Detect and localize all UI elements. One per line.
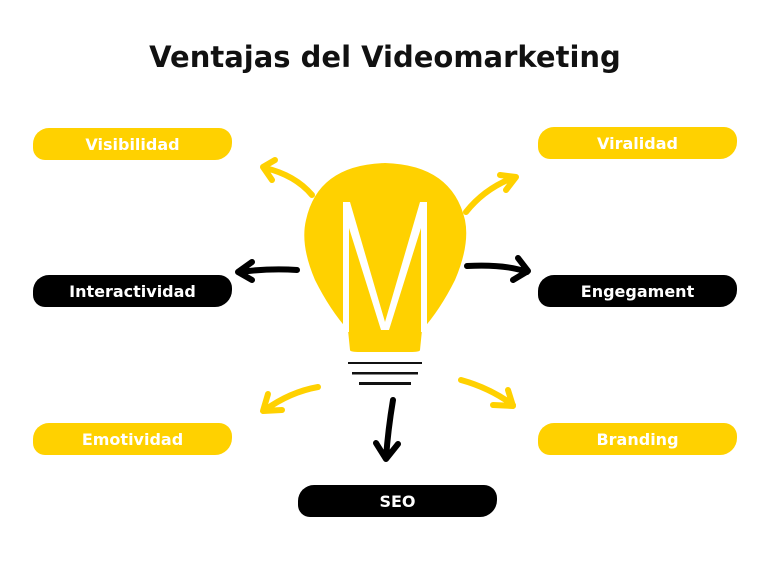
label-branding: Branding [538,423,737,455]
letter-m-icon [343,202,427,332]
label-engegament: Engegament [538,275,737,307]
arrow-to-engegament [464,255,531,283]
label-visibilidad: Visibilidad [33,128,232,160]
arrow-to-viralidad [463,172,519,215]
arrow-to-emotividad [260,384,321,414]
label-interactividad: Interactividad [33,275,232,307]
arrow-to-branding [458,377,516,409]
label-seo: SEO [298,485,497,517]
label-viralidad: Viralidad [538,127,737,159]
arrow-to-visibilidad [260,157,315,198]
label-emotividad: Emotividad [33,423,232,455]
arrow-to-interactividad [235,259,300,283]
page-title: Ventajas del Videomarketing [149,40,621,74]
arrow-to-seo [373,397,401,462]
lightbulb-icon [304,163,467,385]
